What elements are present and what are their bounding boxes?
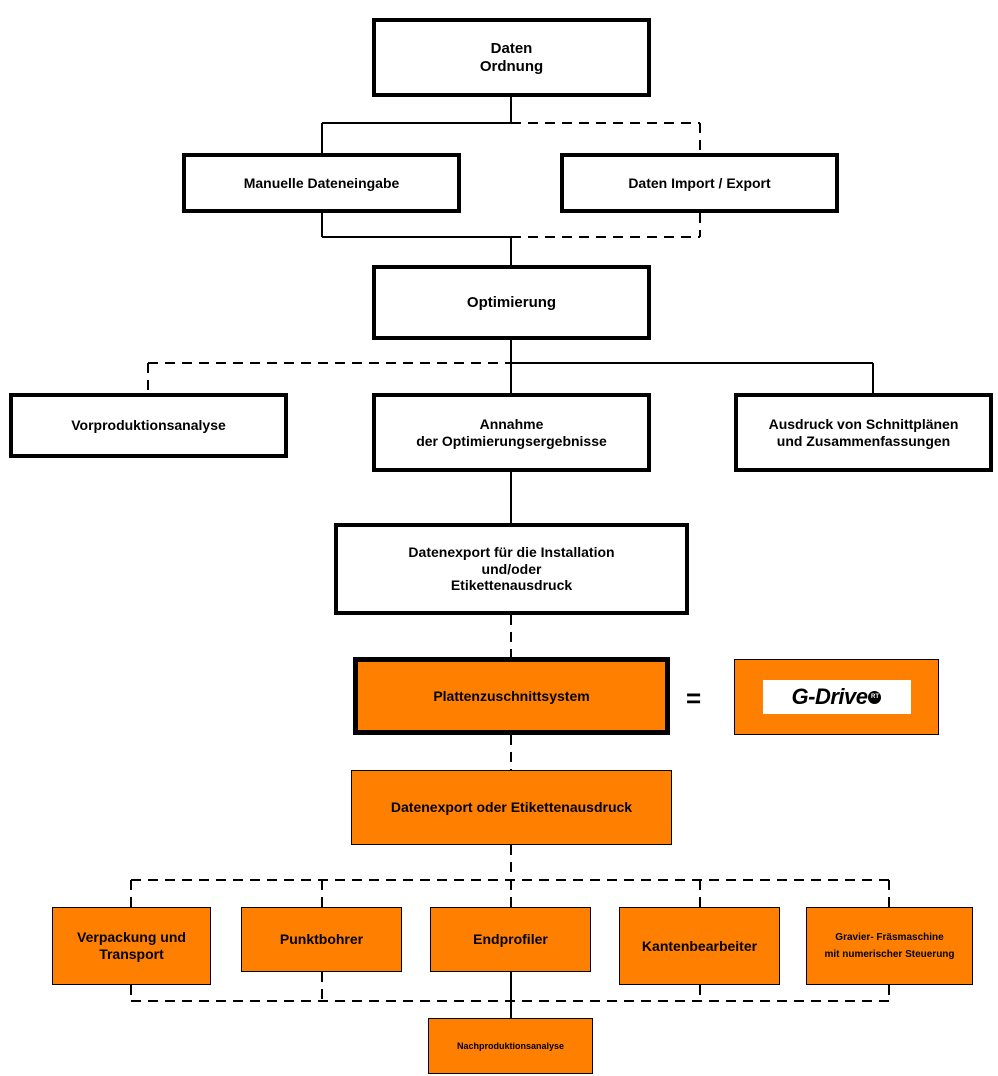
box-label: der Optimierungsergebnisse — [416, 432, 607, 449]
box-label: Transport — [99, 946, 164, 962]
box-verpackung: Verpackung und Transport — [52, 907, 211, 985]
box-label: Ordnung — [479, 57, 544, 75]
g-drive-logo: G-Drive RT — [762, 680, 911, 714]
box-gravier: Gravier- Fräsmaschine mit numerischer St… — [806, 907, 973, 985]
box-label: Plattenzuschnittsystem — [433, 687, 590, 704]
box-label: Vorproduktionsanalyse — [71, 417, 226, 434]
box-label: und Zusammenfassungen — [776, 432, 951, 449]
box-label: Etikettenausdruck — [450, 577, 573, 594]
box-g-drive: G-Drive RT — [734, 659, 939, 735]
box-label: Datenexport oder Etikettenausdruck — [390, 799, 633, 816]
box-daten-import-export: Daten Import / Export — [560, 153, 839, 213]
box-daten-ordnung: Daten Ordnung — [372, 18, 651, 97]
box-label: Optimierung — [466, 293, 557, 311]
box-datenexport-installation: Datenexport für die Installation und/ode… — [334, 523, 689, 615]
box-vorproduktionsanalyse: Vorproduktionsanalyse — [9, 393, 288, 458]
box-label: Kantenbearbeiter — [641, 937, 758, 954]
box-label: Gravier- Fräsmaschine — [835, 932, 944, 943]
equals-sign: = — [686, 683, 702, 713]
box-label: Punktbohrer — [279, 931, 364, 948]
box-annahme: Annahme der Optimierungsergebnisse — [372, 393, 651, 472]
box-endprofiler: Endprofiler — [430, 907, 591, 972]
box-kantenbearbeiter: Kantenbearbeiter — [619, 907, 780, 985]
box-label: Datenexport für die Installation — [408, 543, 615, 560]
box-ausdruck: Ausdruck von Schnittplänen und Zusammenf… — [734, 393, 993, 472]
box-nachproduktionsanalyse: Nachproduktionsanalyse — [428, 1018, 593, 1074]
box-label: Endprofiler — [473, 931, 548, 948]
box-label: Nachproduktionsanalyse — [456, 1040, 565, 1051]
box-label: und/oder — [481, 560, 542, 577]
box-label: Daten — [490, 39, 533, 57]
box-manuelle-dateneingabe: Manuelle Dateneingabe — [182, 153, 461, 213]
box-label: mit numerischer Steuerung — [824, 949, 955, 960]
box-datenexport-etiketten: Datenexport oder Etikettenausdruck — [351, 770, 672, 845]
box-plattenzuschnittsystem: Plattenzuschnittsystem — [353, 657, 670, 735]
box-label: Annahme — [479, 415, 544, 432]
box-label: Ausdruck von Schnittplänen — [768, 415, 959, 432]
box-label: Daten Import / Export — [628, 174, 771, 191]
box-punktbohrer: Punktbohrer — [241, 907, 402, 972]
box-label: Verpackung und — [77, 929, 186, 946]
box-label: Manuelle Dateneingabe — [243, 174, 400, 191]
g-drive-logo-text: G-Drive — [791, 683, 868, 709]
rt-badge-icon: RT — [868, 690, 882, 704]
box-optimierung: Optimierung — [372, 265, 651, 340]
